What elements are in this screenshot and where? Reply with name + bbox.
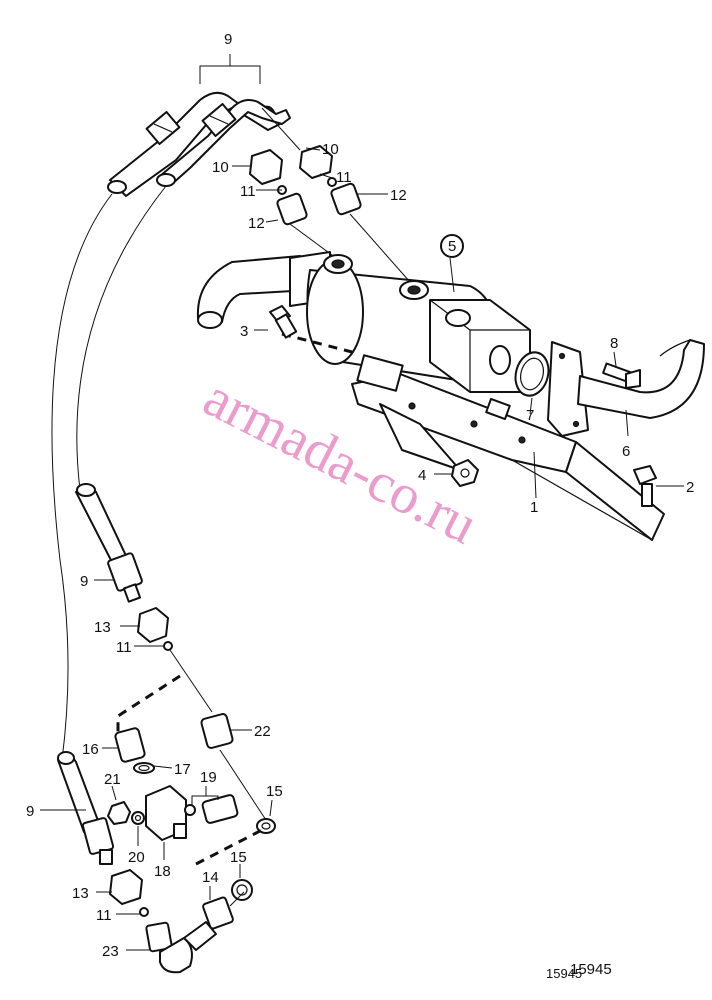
- hose-lower: [57, 751, 245, 974]
- bolt-8: [602, 362, 641, 389]
- callout-label: 11: [240, 183, 256, 200]
- callout-label: 17: [174, 761, 191, 778]
- callout-label: 5: [448, 238, 456, 255]
- dashed-link-lower-left: [116, 674, 181, 738]
- callout-label: 22: [254, 723, 271, 740]
- callout-label: 9: [80, 573, 88, 590]
- callout-label: 15: [266, 783, 283, 800]
- callout-label: 21: [104, 771, 121, 788]
- callout-label: 1: [530, 499, 538, 516]
- callout-labels: 9 10 10 11 11 12 12 5 3 8 7 4 6 2 1 9 13…: [26, 31, 694, 960]
- callout-label: 10: [212, 159, 229, 176]
- dashed-link-upper: [281, 332, 353, 354]
- bolt-3: [269, 305, 298, 339]
- nut-4: [451, 459, 479, 487]
- callout-label: 3: [240, 323, 248, 340]
- bolt-2: [633, 465, 657, 507]
- figure-number: 15945: [570, 961, 612, 978]
- lower-fittings: [107, 674, 276, 901]
- callout-label: 2: [686, 479, 694, 496]
- callout-label: 12: [248, 215, 265, 232]
- hose-run-line-left: [51, 193, 113, 761]
- upper-fittings: [249, 107, 411, 283]
- callout-label: 8: [610, 335, 618, 352]
- callout-label: 11: [336, 169, 352, 186]
- callout-label: 9: [26, 803, 34, 820]
- callout-label: 16: [82, 741, 99, 758]
- callout-label: 14: [202, 869, 219, 886]
- callout-circle-5: [440, 234, 464, 258]
- callout-label: 13: [94, 619, 111, 636]
- callout-label: 10: [322, 141, 339, 158]
- callout-label: 20: [128, 849, 145, 866]
- hose-pair-upper: [107, 91, 291, 197]
- leader-lines: [40, 54, 684, 951]
- figure-number-small: 15945: [546, 966, 582, 981]
- hose-run-line-right: [76, 185, 167, 491]
- callout-label: 9: [224, 31, 232, 48]
- callout-label: 7: [526, 407, 534, 424]
- dashed-link-lower-right: [195, 828, 263, 866]
- callout-label: 11: [116, 639, 132, 656]
- callout-label: 18: [154, 863, 171, 880]
- hose-middle: [75, 483, 213, 713]
- heat-exchanger-assembly: [196, 251, 705, 541]
- callout-label: 19: [200, 769, 217, 786]
- callout-label: 11: [96, 907, 112, 924]
- callout-label: 6: [622, 443, 630, 460]
- callout-label: 4: [418, 467, 426, 484]
- callout-label: 13: [72, 885, 89, 902]
- callout-label: 23: [102, 943, 119, 960]
- callout-label: 12: [390, 187, 407, 204]
- callout-label: 15: [230, 849, 247, 866]
